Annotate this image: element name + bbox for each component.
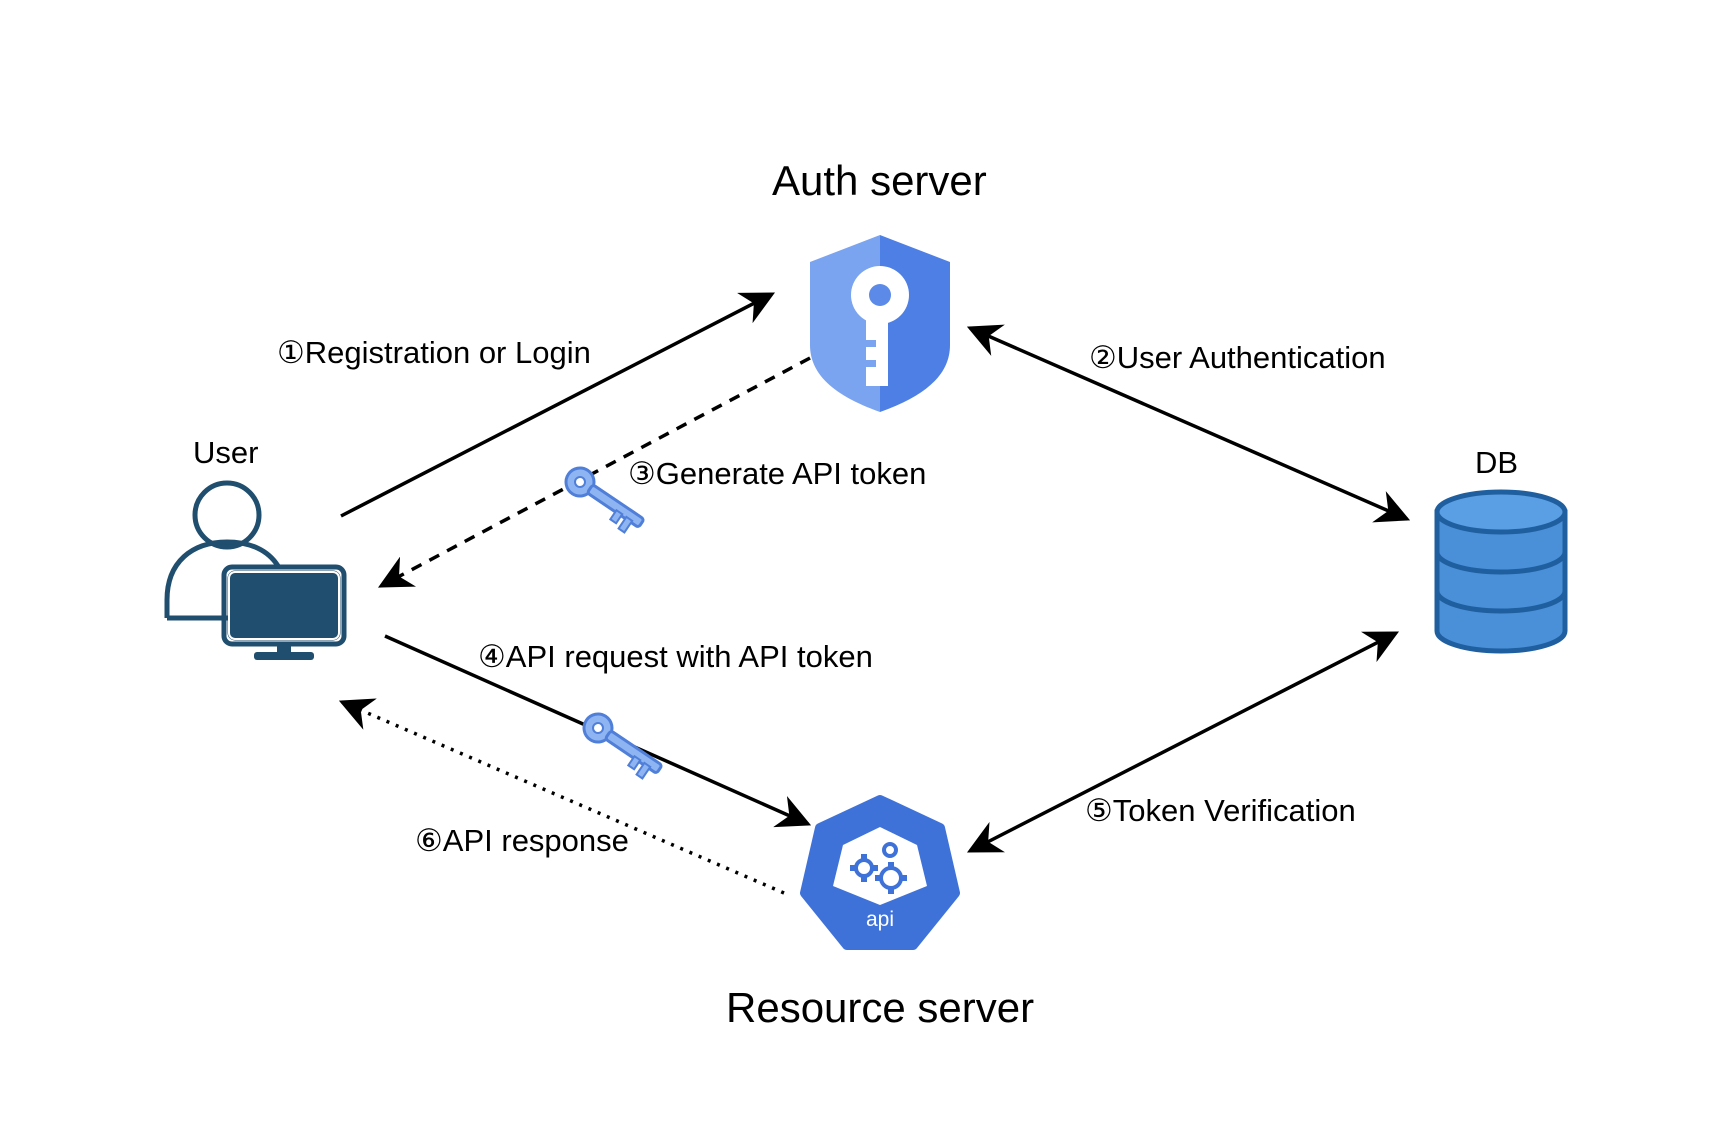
database-icon (1434, 489, 1568, 654)
user-label: User (193, 435, 259, 470)
edge-label-user-authentication: ②User Authentication (1089, 340, 1386, 375)
auth-server-label: Auth server (772, 157, 987, 204)
edge-token-verification (966, 631, 1400, 853)
shield-key-icon (810, 235, 950, 412)
edge-label-api-response: ⑥API response (415, 823, 629, 858)
resource-server-label: Resource server (726, 984, 1035, 1031)
edge-label-api-request: ④API request with API token (478, 639, 873, 674)
key-icon (575, 707, 669, 785)
edge-api-response (338, 698, 785, 895)
edge-registration-login (340, 292, 776, 518)
edge-label-generate-token: ③Generate API token (628, 456, 927, 491)
api-gears-icon: api (800, 795, 960, 950)
api-icon-text: api (866, 908, 894, 931)
edge-user-authentication (966, 324, 1411, 523)
edge-label-token-verification: ⑤Token Verification (1085, 793, 1356, 828)
db-label: DB (1475, 445, 1519, 480)
user-computer-icon (164, 480, 347, 660)
edge-generate-token (377, 356, 811, 588)
edge-label-registration-login: ①Registration or Login (277, 335, 591, 370)
